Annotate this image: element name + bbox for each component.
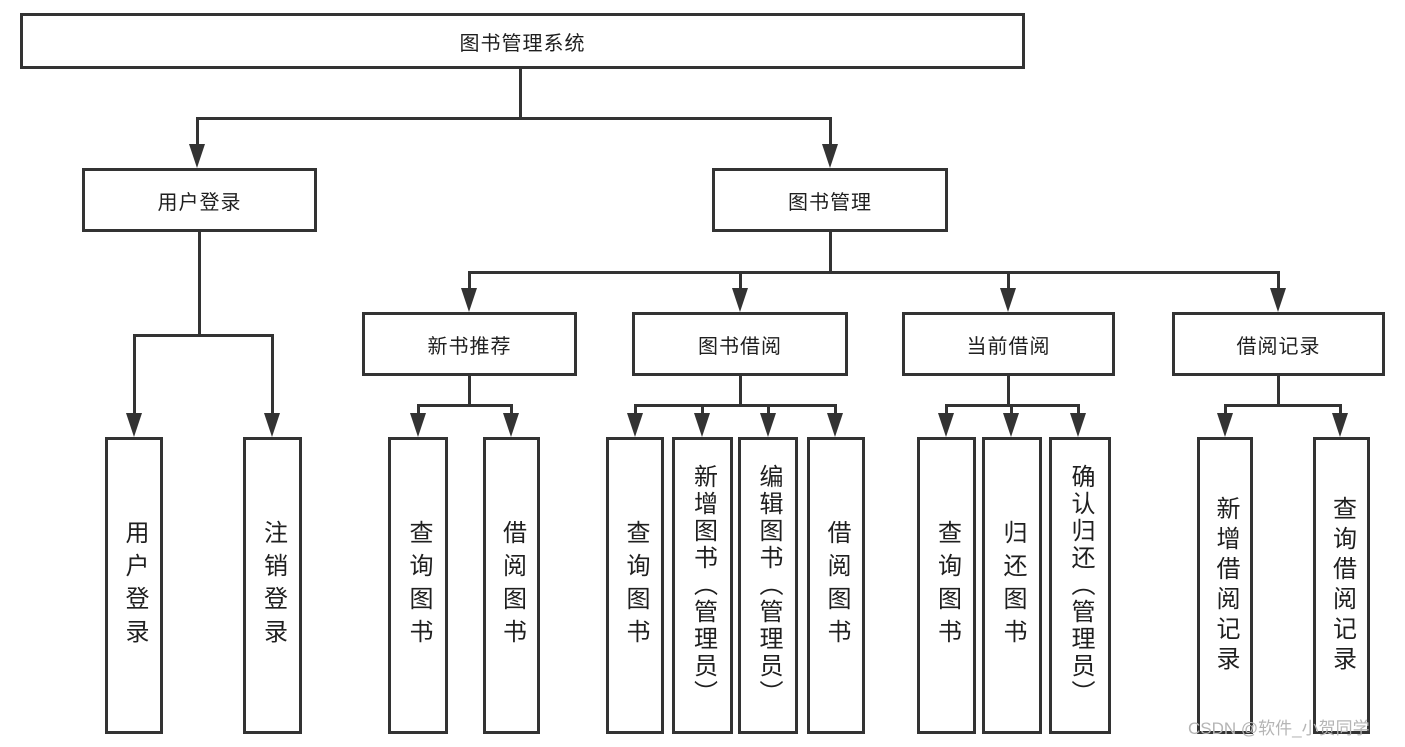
node-book-borrowing-label: 图书借阅 <box>698 335 782 358</box>
leaf-return-book: 归还图书 <box>982 437 1042 734</box>
arrow-down-icon <box>1332 413 1348 437</box>
leaf-return-book-label: 归还图书 <box>999 519 1026 652</box>
leaf-user-login-label: 用户登录 <box>121 519 148 652</box>
leaf-query-books-2-label: 查询图书 <box>622 519 649 652</box>
arrow-down-icon <box>694 413 710 437</box>
arrow-down-icon <box>126 413 142 437</box>
connector-line <box>701 404 704 416</box>
connector-line <box>739 376 742 407</box>
connector-line <box>468 271 1279 274</box>
node-current-borrowing-label: 当前借阅 <box>966 335 1051 358</box>
connector-line <box>417 404 420 416</box>
leaf-borrow-books-2-label: 借阅图书 <box>823 519 850 652</box>
connector-line <box>829 232 832 273</box>
leaf-query-books-1-label: 查询图书 <box>405 519 432 652</box>
connector-line <box>417 404 513 407</box>
arrow-down-icon <box>1000 288 1016 312</box>
leaf-add-book-admin-label: 新增图书（管理员） <box>689 464 717 707</box>
leaf-confirm-return-admin-label: 确认归还（管理员） <box>1067 464 1094 707</box>
node-root: 图书管理系统 <box>20 13 1025 69</box>
leaf-edit-book-admin-label: 编辑图书（管理员） <box>755 464 782 707</box>
connector-line <box>133 334 136 415</box>
arrow-down-icon <box>1003 413 1019 437</box>
connector-line <box>519 69 522 120</box>
connector-line <box>1277 376 1280 407</box>
connector-line <box>834 404 837 416</box>
node-book-management: 图书管理 <box>712 168 948 232</box>
connector-line <box>197 117 831 120</box>
leaf-query-books-3: 查询图书 <box>917 437 976 734</box>
watermark-text: CSDN @软件_小贺同学 <box>1188 719 1370 738</box>
leaf-borrow-books-1-label: 借阅图书 <box>498 519 526 652</box>
node-borrowing-records: 借阅记录 <box>1172 312 1385 376</box>
connector-line <box>829 117 832 148</box>
arrow-down-icon <box>732 288 748 312</box>
leaf-user-login: 用户登录 <box>105 437 163 734</box>
connector-line <box>634 404 637 416</box>
arrow-down-icon <box>461 288 477 312</box>
leaf-query-books-1: 查询图书 <box>388 437 448 734</box>
arrow-down-icon <box>1270 288 1286 312</box>
node-new-book-recommendation-label: 新书推荐 <box>427 335 512 358</box>
node-borrowing-records-label: 借阅记录 <box>1236 335 1321 358</box>
node-current-borrowing: 当前借阅 <box>902 312 1115 376</box>
arrow-down-icon <box>264 413 280 437</box>
connector-line <box>1224 404 1227 416</box>
connector-line <box>1077 404 1080 416</box>
leaf-confirm-return-admin: 确认归还（管理员） <box>1049 437 1111 734</box>
connector-line <box>739 271 742 291</box>
connector-line <box>271 334 274 415</box>
leaf-add-borrow-record: 新增借阅记录 <box>1197 437 1253 734</box>
leaf-add-borrow-record-label: 新增借阅记录 <box>1212 495 1239 676</box>
connector-line <box>468 376 471 407</box>
connector-line <box>1010 404 1013 416</box>
arrow-down-icon <box>503 413 519 437</box>
arrow-down-icon <box>627 413 643 437</box>
connector-line <box>468 271 471 291</box>
arrow-down-icon <box>822 144 838 168</box>
node-book-borrowing: 图书借阅 <box>632 312 848 376</box>
leaf-edit-book-admin: 编辑图书（管理员） <box>738 437 798 734</box>
arrow-down-icon <box>760 413 776 437</box>
connector-line <box>1224 404 1341 407</box>
connector-line <box>634 404 837 407</box>
arrow-down-icon <box>827 413 843 437</box>
node-user-login: 用户登录 <box>82 168 317 232</box>
leaf-add-book-admin: 新增图书（管理员） <box>672 437 733 734</box>
node-new-book-recommendation: 新书推荐 <box>362 312 577 376</box>
connector-line <box>1007 376 1010 407</box>
connector-line <box>1339 404 1342 416</box>
arrow-down-icon <box>1217 413 1233 437</box>
connector-line <box>196 117 199 148</box>
node-book-management-label: 图书管理 <box>788 191 872 214</box>
leaf-logout: 注销登录 <box>243 437 302 734</box>
connector-line <box>767 404 770 416</box>
connector-line <box>510 404 513 416</box>
arrow-down-icon <box>1070 413 1086 437</box>
leaf-query-borrow-record-label: 查询借阅记录 <box>1328 495 1356 676</box>
connector-line <box>133 334 274 337</box>
connector-line <box>1277 271 1280 291</box>
arrow-down-icon <box>938 413 954 437</box>
leaf-borrow-books-1: 借阅图书 <box>483 437 540 734</box>
arrow-down-icon <box>410 413 426 437</box>
leaf-borrow-books-2: 借阅图书 <box>807 437 865 734</box>
leaf-query-books-2: 查询图书 <box>606 437 664 734</box>
connector-line <box>1007 271 1010 291</box>
connector-line <box>945 404 948 416</box>
node-user-login-label: 用户登录 <box>157 191 242 214</box>
leaf-query-borrow-record: 查询借阅记录 <box>1313 437 1370 734</box>
leaf-query-books-3-label: 查询图书 <box>933 519 961 652</box>
leaf-logout-label: 注销登录 <box>259 519 287 652</box>
connector-line <box>198 232 201 337</box>
arrow-down-icon <box>189 144 205 168</box>
node-root-label: 图书管理系统 <box>459 32 586 55</box>
